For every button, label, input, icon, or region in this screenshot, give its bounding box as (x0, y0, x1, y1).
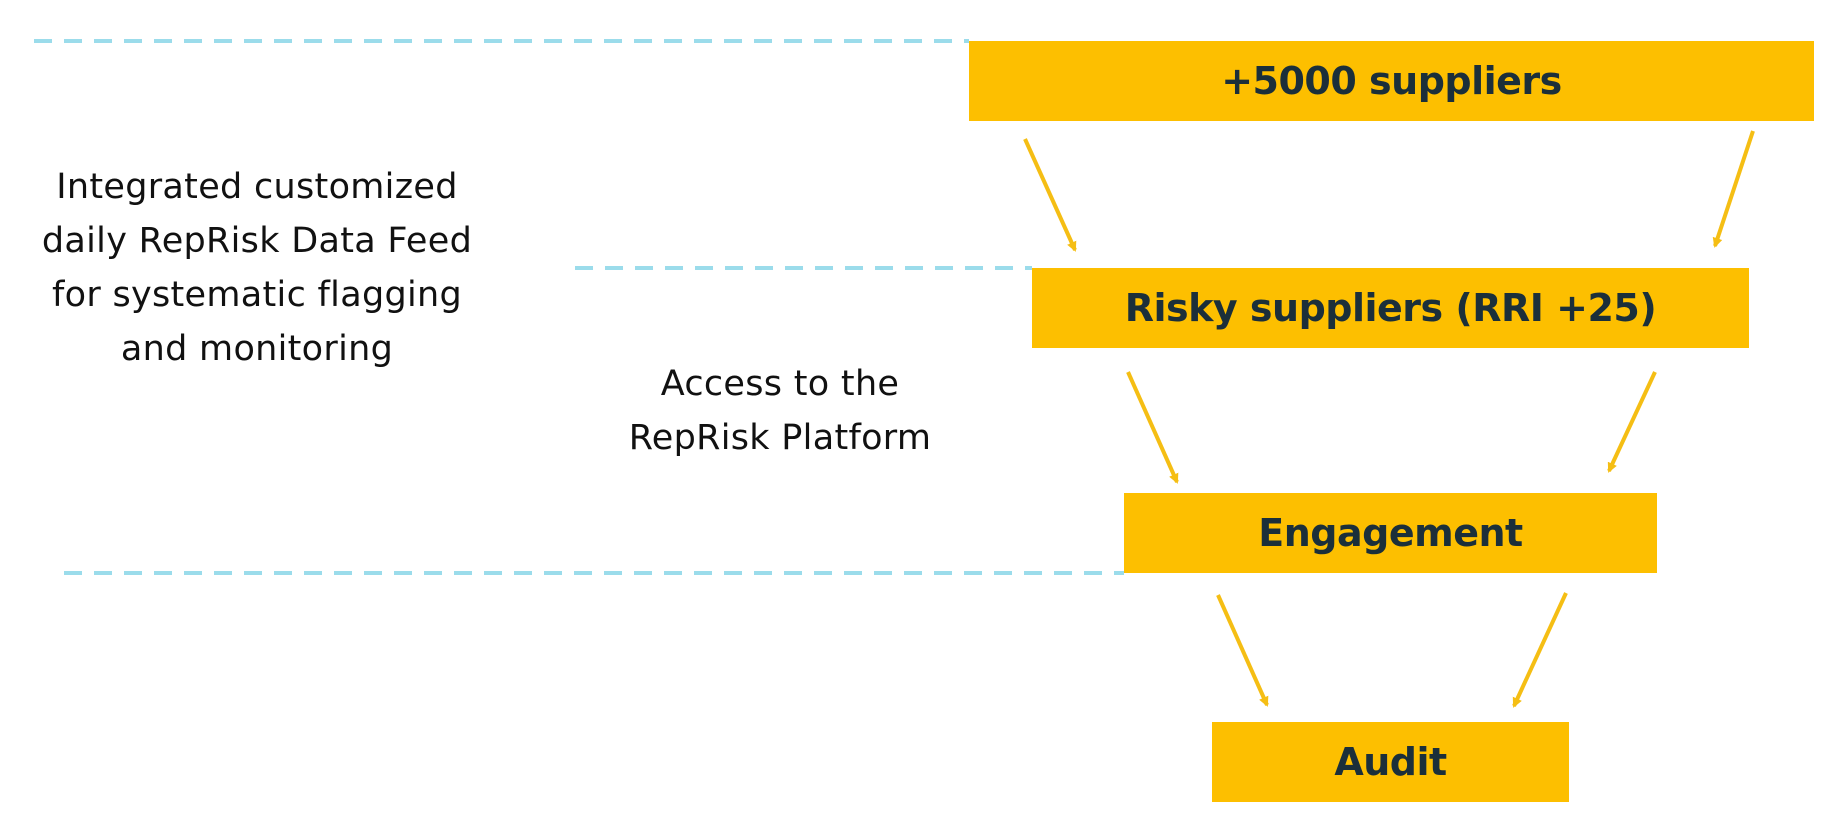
funnel-box-suppliers: +5000 suppliers (969, 41, 1814, 121)
note-data-feed-line: Integrated customized (56, 167, 458, 207)
arrow-suppliers-to-risky-left (1023, 138, 1077, 252)
note-data-feed-line: for systematic flagging (52, 275, 462, 315)
funnel-label-risky-suppliers: Risky suppliers (RRI +25) (1124, 286, 1657, 330)
funnel-box-risky-suppliers: Risky suppliers (RRI +25) (1032, 268, 1749, 348)
arrow-engagement-to-audit-right (1512, 592, 1568, 708)
note-data-feed-line: daily RepRisk Data Feed (41, 221, 473, 261)
arrow-engagement-to-audit-left (1216, 594, 1269, 707)
arrow-risky-to-engagement-left (1126, 371, 1179, 484)
funnel-box-engagement: Engagement (1124, 493, 1657, 573)
note-data-feed: Integrated customized daily RepRisk Data… (22, 160, 492, 376)
funnel-box-audit: Audit (1212, 722, 1569, 802)
note-data-feed-line: and monitoring (120, 329, 394, 369)
arrow-risky-to-engagement-right (1607, 371, 1657, 473)
funnel-label-engagement: Engagement (1258, 511, 1523, 555)
note-platform-line: Access to the (660, 364, 900, 404)
funnel-label-suppliers: +5000 suppliers (1221, 59, 1562, 103)
note-platform-line: RepRisk Platform (628, 418, 932, 458)
note-platform-access: Access to the RepRisk Platform (600, 357, 960, 465)
arrow-suppliers-to-risky-right (1712, 130, 1755, 248)
funnel-label-audit: Audit (1334, 740, 1447, 784)
